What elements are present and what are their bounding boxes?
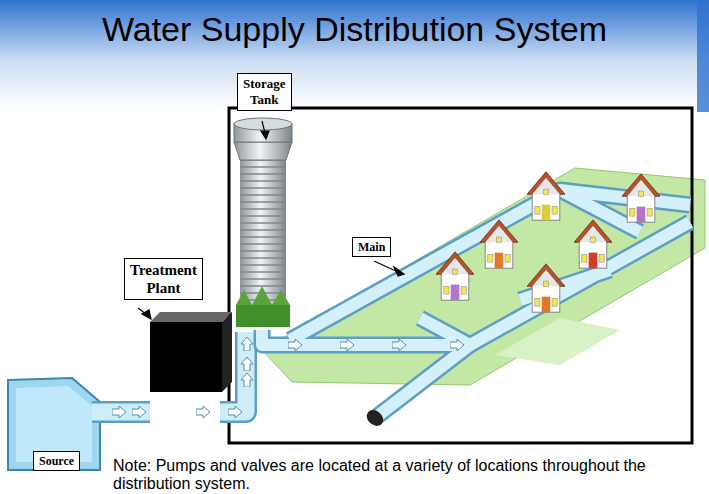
label-text: Source bbox=[39, 454, 74, 468]
label-box: Storage Tank bbox=[237, 73, 292, 111]
label-box: Main bbox=[352, 237, 391, 257]
note-text: Note: Pumps and valves are located at a … bbox=[113, 457, 703, 493]
label-text: Main bbox=[358, 240, 385, 254]
label-box: Source bbox=[33, 451, 80, 471]
label-text: Treatment Plant bbox=[130, 261, 197, 297]
label-text: Storage Tank bbox=[243, 76, 286, 108]
diagram-title: Water Supply Distribution System bbox=[0, 10, 709, 49]
label-box: Treatment Plant bbox=[124, 258, 203, 300]
